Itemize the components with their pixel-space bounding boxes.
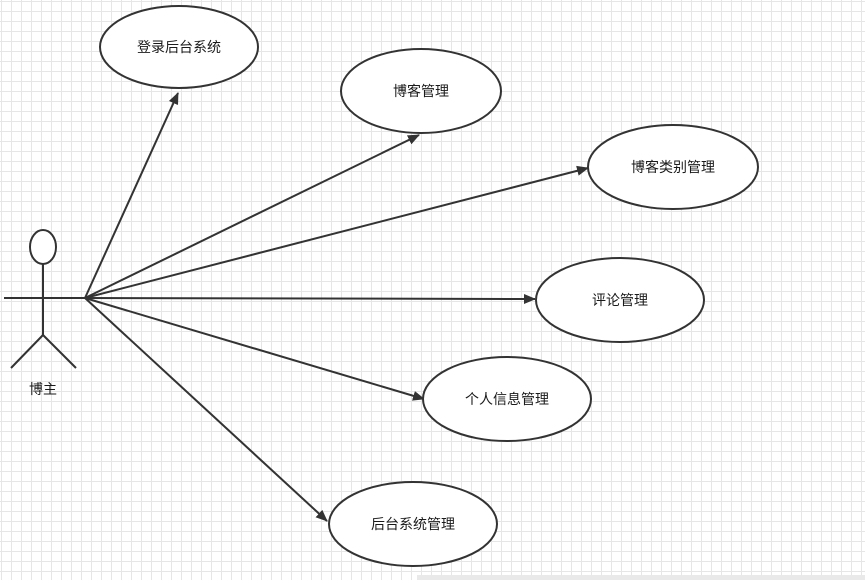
use-case-blog-category-manage[interactable]: 博客类别管理: [587, 124, 759, 210]
association-arrow-comment-manage: [84, 293, 536, 304]
actor-right-leg: [42, 334, 77, 369]
actor-left-leg: [10, 334, 44, 369]
use-case-ellipse: [422, 356, 592, 442]
use-case-label: 登录后台系统: [137, 40, 221, 56]
association-arrow-system-manage: [84, 297, 328, 522]
association-arrow-personal-info-manage: [84, 297, 425, 401]
use-case-label: 个人信息管理: [465, 391, 549, 408]
use-case-personal-info-manage[interactable]: 个人信息管理: [422, 356, 592, 442]
actor[interactable]: 博主: [4, 229, 85, 398]
use-case-comment-manage[interactable]: 评论管理: [535, 257, 705, 343]
use-case-label: 博客类别管理: [631, 159, 715, 176]
use-case-blog-manage[interactable]: 博客管理: [340, 48, 502, 134]
use-case-ellipse: [99, 5, 259, 89]
associations: [84, 92, 589, 522]
use-case-label: 评论管理: [592, 293, 648, 309]
actor-label: 博主: [29, 381, 57, 398]
use-case-ellipse: [535, 257, 705, 343]
use-case-ellipse: [328, 481, 498, 567]
use-case-label: 后台系统管理: [371, 517, 455, 533]
use-case-system-manage[interactable]: 后台系统管理: [328, 481, 498, 567]
canvas-bottom-edge: [417, 575, 865, 580]
actor-head: [29, 229, 57, 265]
use-case-ellipse: [587, 124, 759, 210]
use-case-ellipse: [340, 48, 502, 134]
association-arrow-blog-manage: [84, 134, 420, 299]
association-arrow-login: [84, 92, 179, 299]
use-case-label: 博客管理: [393, 83, 449, 100]
association-arrow-blog-category-manage: [84, 165, 589, 299]
use-case-login[interactable]: 登录后台系统: [99, 5, 259, 89]
